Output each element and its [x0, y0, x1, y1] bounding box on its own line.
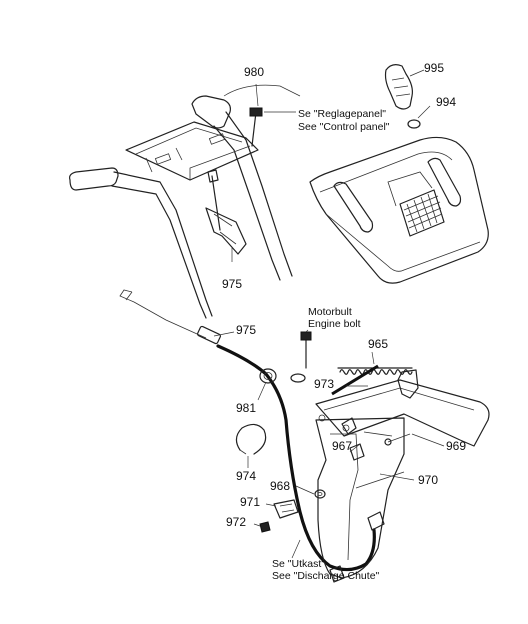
callout-965: 965: [368, 337, 389, 351]
note-engine-bolt-sv: Motorbult: [308, 306, 352, 318]
callout-975-top: 975: [222, 277, 243, 291]
callout-995: 995: [424, 61, 445, 75]
callout-975-mid: 975: [236, 323, 257, 337]
callout-972: 972: [226, 515, 247, 529]
callout-973: 973: [314, 377, 335, 391]
note-chute-en: See "Discharge Chute": [272, 570, 380, 582]
retainer-ring: [235, 423, 267, 455]
note-control-panel-en: See "Control panel": [298, 121, 390, 133]
chute-bracket: [259, 364, 490, 583]
callout-994: 994: [436, 95, 457, 109]
handle-assembly: [69, 95, 293, 319]
control-cable: [119, 289, 385, 572]
callout-968: 968: [270, 479, 291, 493]
control-panel-cover: [309, 64, 489, 284]
callout-967: 967: [332, 439, 353, 453]
callout-970: 970: [418, 473, 439, 487]
note-engine-bolt-en: Engine bolt: [308, 318, 361, 330]
note-chute-sv: Se "Utkast": [272, 558, 325, 570]
callout-980: 980: [244, 65, 265, 79]
callout-981: 981: [236, 401, 257, 415]
callout-974: 974: [236, 469, 257, 483]
engine-bolt: [290, 331, 312, 383]
note-control-panel-sv: Se "Reglagepanel": [298, 108, 387, 120]
leader-lines: [213, 69, 445, 559]
callout-971: 971: [240, 495, 261, 509]
callout-969: 969: [446, 439, 467, 453]
